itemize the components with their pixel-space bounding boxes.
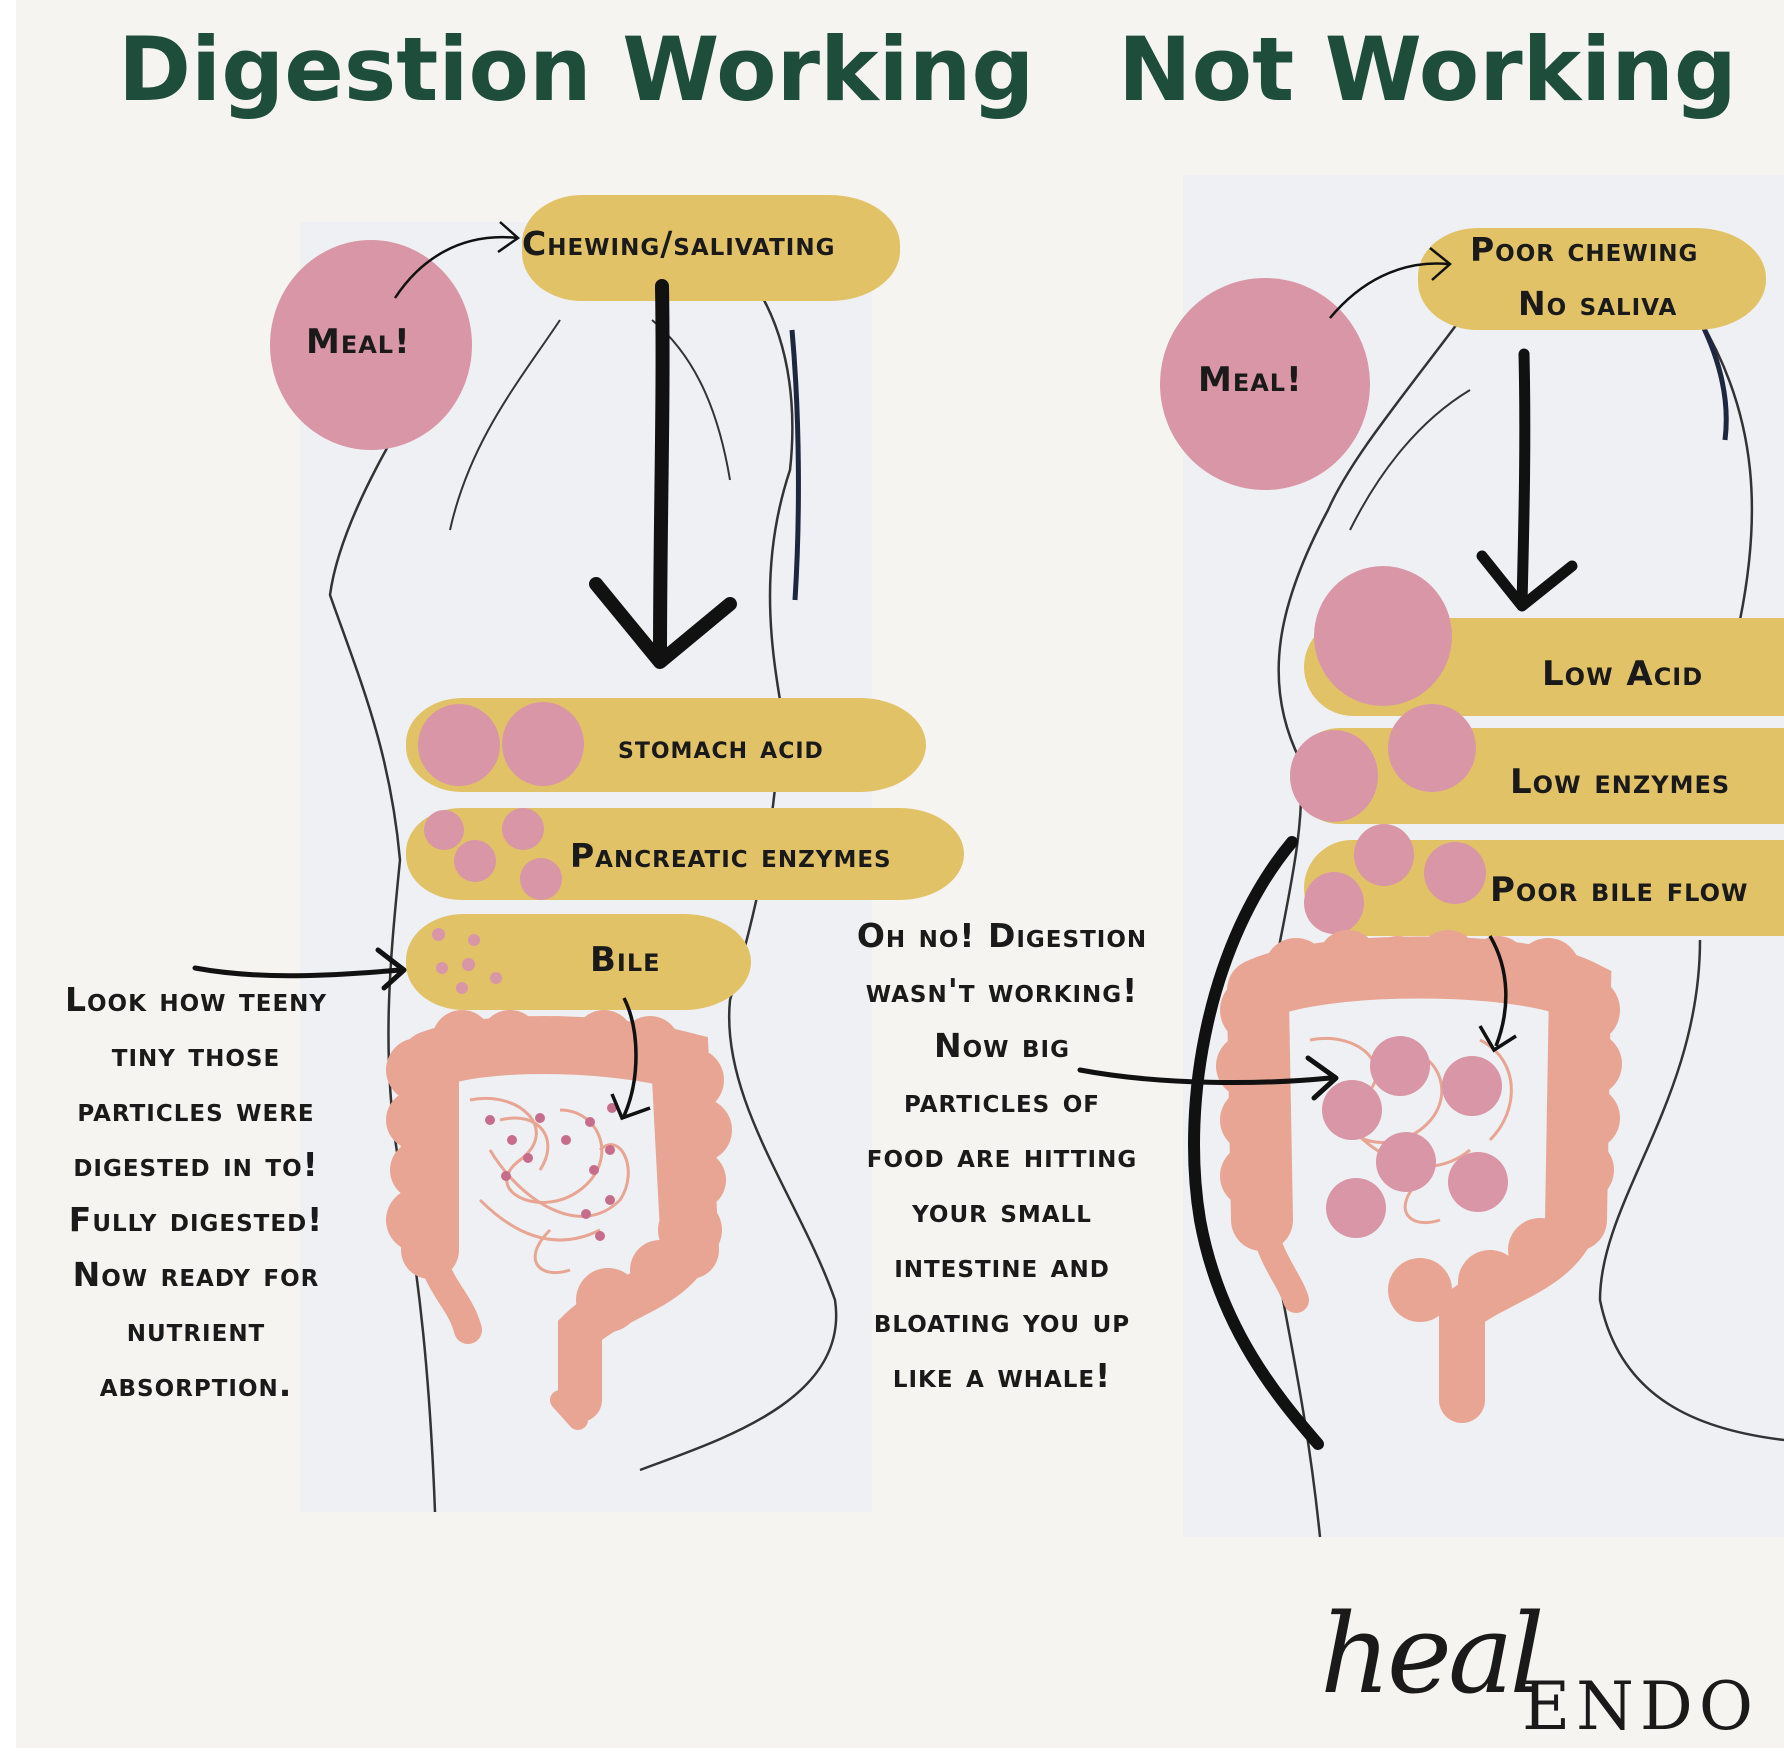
logo-script: heal [1320, 1590, 1545, 1718]
note-line: particles of [903, 1081, 1101, 1120]
note-line: bloating you up [873, 1301, 1131, 1340]
particle-large [502, 702, 584, 786]
meal-label-left: Meal! [306, 322, 411, 362]
poor-bile-label: Poor bile flow [1490, 870, 1749, 910]
note-line: like a whale! [892, 1356, 1112, 1395]
note-line: absorption. [99, 1365, 293, 1404]
chewing-label-right-2: No saliva [1518, 284, 1678, 323]
particle-tiny [468, 934, 480, 946]
chewing-pill-right [1418, 228, 1766, 330]
particle-medium [424, 810, 464, 850]
particle-big [1290, 730, 1378, 822]
note-working: Look how teeny tiny those particles were… [28, 972, 364, 1412]
note-line: Now ready for [72, 1255, 320, 1294]
note-line: Fully digested! [68, 1200, 324, 1239]
chewing-label-right-1: Poor chewing [1470, 230, 1699, 269]
note-line: wasn't working! [865, 971, 1139, 1010]
title-not-working: Not Working [1118, 18, 1737, 121]
chewing-pill-left [522, 195, 900, 301]
meal-blob-left [270, 240, 472, 450]
pancreatic-pill [406, 808, 964, 900]
particle-medium [520, 858, 562, 900]
particle-tiny [456, 982, 468, 994]
note-line: Oh no! Digestion [856, 916, 1148, 955]
note-line: your small [912, 1191, 1092, 1230]
meal-label-right: Meal! [1198, 360, 1303, 400]
note-line: Now big [934, 1026, 1070, 1065]
particle-medium [1424, 842, 1486, 904]
particle-medium [1304, 872, 1364, 934]
particle-big [1314, 566, 1452, 706]
particle-big [1388, 704, 1476, 792]
note-not-working: Oh no! Digestion wasn't working! Now big… [832, 908, 1172, 1403]
note-line: Look how teeny [64, 980, 328, 1019]
note-line: food are hitting [866, 1136, 1138, 1175]
pancreatic-label: Pancreatic enzymes [570, 836, 892, 875]
particle-medium [454, 840, 496, 882]
logo-word: ENDO [1522, 1668, 1759, 1745]
note-line: tiny those [111, 1035, 281, 1074]
particle-medium [502, 808, 544, 850]
particle-medium [1354, 824, 1414, 886]
bile-label: Bile [590, 940, 661, 980]
title-working: Digestion Working [118, 18, 1035, 121]
note-line: particles were [77, 1090, 315, 1129]
stomach-acid-label: stomach acid [618, 728, 824, 766]
chewing-label-left: Chewing/salivating [522, 224, 836, 263]
particle-tiny [436, 962, 448, 974]
particle-tiny [462, 958, 475, 971]
particle-tiny [490, 972, 502, 984]
low-enzymes-label: Low enzymes [1510, 762, 1731, 802]
note-line: digested in to! [73, 1145, 319, 1184]
particle-large [418, 704, 500, 786]
low-acid-label: Low Acid [1542, 654, 1704, 694]
note-line: nutrient [126, 1310, 266, 1349]
note-line: intestine and [894, 1246, 1110, 1285]
particle-tiny [432, 928, 445, 941]
